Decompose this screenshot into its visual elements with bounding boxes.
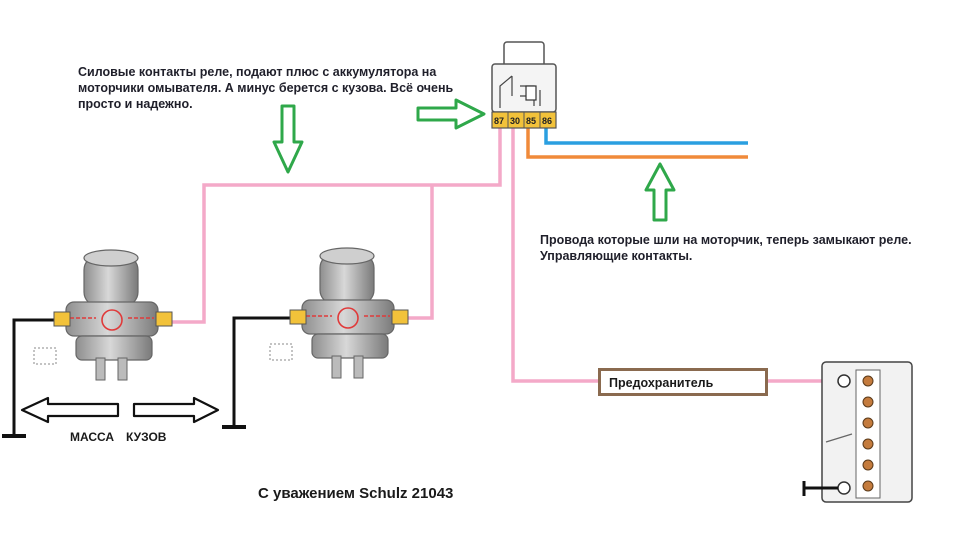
arrow-left-icon bbox=[20, 396, 120, 424]
green-arrows bbox=[272, 98, 676, 222]
motor-symbol-icon bbox=[33, 347, 57, 365]
wire-relay87-to-motors bbox=[172, 127, 502, 324]
relay-pin-85: 85 bbox=[526, 116, 536, 126]
control-wire-blue bbox=[544, 127, 748, 145]
relay-body bbox=[491, 63, 557, 113]
relay-pin-87: 87 bbox=[494, 116, 504, 126]
ground-wire-motor2 bbox=[232, 316, 296, 425]
ground-arrows bbox=[20, 396, 220, 424]
relay-pin-86: 86 bbox=[542, 116, 552, 126]
ground-wire-motor1 bbox=[12, 318, 60, 434]
battery-terminal-negative bbox=[837, 481, 851, 495]
note-line: моторчики омывателя. А минус берется с к… bbox=[78, 81, 454, 95]
motor-terminal-left bbox=[53, 311, 71, 327]
signature: С уважением Schulz 21043 bbox=[258, 485, 454, 502]
note-line: просто и надежно. bbox=[78, 97, 193, 111]
ground-label-kuzov: КУЗОВ bbox=[126, 430, 167, 444]
note-line: Провода которые шли на моторчик, теперь … bbox=[540, 233, 912, 247]
positive-wiring bbox=[172, 127, 830, 383]
washer-motor-1 bbox=[33, 249, 173, 381]
arrow-right-icon bbox=[416, 98, 486, 130]
wire-branch-motor2 bbox=[408, 185, 434, 320]
motor-terminal-right bbox=[391, 309, 409, 325]
battery-ground-wire bbox=[802, 481, 838, 496]
relay: 87 30 85 86 bbox=[491, 41, 557, 129]
arrow-down-icon bbox=[272, 104, 304, 174]
wire-relay30-to-fuse bbox=[511, 127, 598, 383]
arrow-right-icon bbox=[132, 396, 220, 424]
fuse-label: Предохранитель bbox=[609, 376, 714, 390]
note-line: Силовые контакты реле, подают плюс с акк… bbox=[78, 65, 437, 79]
relay-pin-30: 30 bbox=[510, 116, 520, 126]
motor-terminal-right bbox=[155, 311, 173, 327]
relay-coil bbox=[525, 85, 537, 101]
relay-power-note: Силовые контакты реле, подают плюс с акк… bbox=[78, 64, 453, 112]
ground-wiring bbox=[2, 316, 296, 438]
battery-terminal-positive bbox=[837, 374, 851, 388]
ground-label-massa: МАССА bbox=[70, 430, 115, 444]
note-line: Управляющие контакты. bbox=[540, 249, 693, 263]
motor-terminal-left bbox=[289, 309, 307, 325]
control-wire-orange bbox=[526, 127, 748, 159]
control-wires-note: Провода которые шли на моторчик, теперь … bbox=[540, 232, 912, 264]
washer-motor-2 bbox=[269, 247, 409, 379]
motor-symbol-icon bbox=[269, 343, 293, 361]
arrow-up-icon bbox=[644, 162, 676, 222]
fuse: Предохранитель bbox=[598, 368, 768, 396]
battery bbox=[802, 361, 913, 503]
